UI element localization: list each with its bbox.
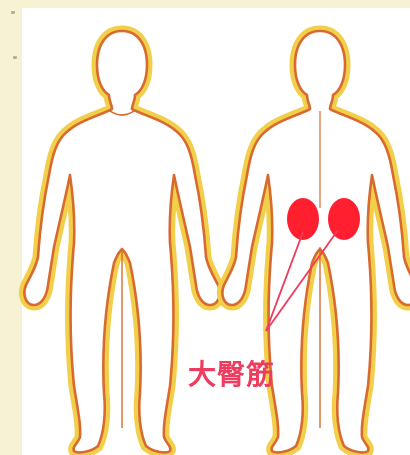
muscle-label: 大臀筋: [188, 358, 298, 392]
right-gluteus-highlight: [328, 198, 360, 240]
